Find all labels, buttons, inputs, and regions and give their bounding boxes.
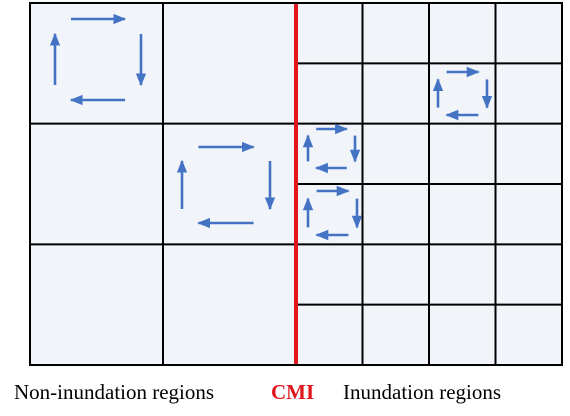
cmi-label: CMI [271, 380, 315, 404]
circulation-icon [302, 185, 363, 241]
circulation-icon [432, 66, 493, 121]
grid-diagram [29, 2, 563, 366]
domain-border [29, 2, 563, 366]
circulation-arrows [49, 13, 493, 241]
mesh-grid-lines [30, 3, 562, 365]
circulation-icon [49, 13, 147, 106]
circulation-icon [302, 123, 361, 174]
circulation-icon [176, 141, 276, 229]
non-inundation-label: Non-inundation regions [14, 380, 215, 404]
inundation-label: Inundation regions [343, 380, 502, 404]
